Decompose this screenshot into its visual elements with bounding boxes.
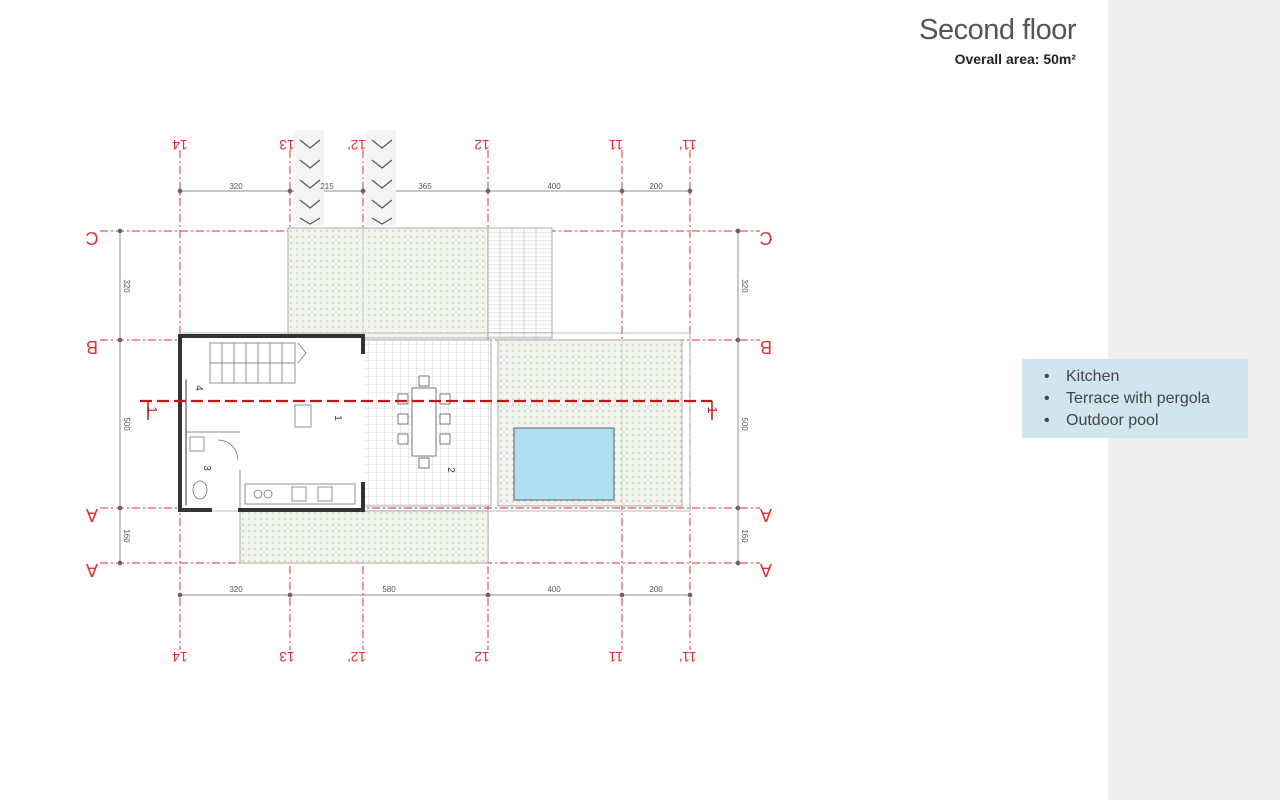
grid-label-top-14: 14	[172, 137, 188, 153]
row-label-right-A2: A	[760, 560, 772, 580]
tree-plants	[294, 130, 396, 226]
room-number-2: 2	[445, 467, 456, 473]
lower-terrace	[239, 510, 489, 564]
dim-left-3: 160	[122, 529, 131, 543]
grid-label-bottom-13: 13	[279, 649, 295, 665]
dim-top-5: 200	[649, 182, 663, 191]
dining-table	[397, 375, 451, 469]
outdoor-pool	[513, 427, 615, 501]
page-title: Second floor	[919, 14, 1076, 46]
grid-label-top-12p: 12'	[348, 137, 366, 153]
pergola-slats	[487, 227, 553, 339]
section-mark-left: 1	[145, 406, 160, 413]
room-number-1: 1	[332, 415, 343, 421]
feature-item-pool: Outdoor pool	[1022, 410, 1248, 432]
row-label-right-B: B	[760, 337, 772, 357]
dimension-lines	[117, 188, 741, 598]
grid-label-bottom-11: 11	[609, 649, 624, 665]
section-mark-right: 1	[705, 406, 720, 413]
feature-item-kitchen: Kitchen	[1022, 366, 1248, 388]
grid-label-top-11: 11	[609, 137, 624, 153]
dim-bottom-4: 200	[649, 585, 663, 594]
staircase	[209, 342, 312, 428]
floor-plan-drawing: 14 13 12' 12 11 11' 14 13 12' 12 11 11' …	[86, 130, 773, 665]
grid-label-bottom-11p: 11'	[679, 649, 696, 665]
section-line	[140, 399, 713, 420]
row-label-left-A1: A	[86, 505, 98, 525]
room-number-4: 4	[193, 385, 204, 391]
dim-bottom-1: 320	[229, 585, 243, 594]
interior-floor	[180, 334, 365, 510]
dim-top-4: 400	[547, 182, 561, 191]
kitchen-counter	[244, 483, 356, 505]
dim-right-1: 320	[740, 279, 749, 293]
row-label-left-B: B	[86, 337, 98, 357]
row-label-left-C: C	[86, 228, 99, 248]
row-label-left-A2: A	[86, 560, 98, 580]
dim-left-2: 500	[122, 417, 131, 431]
dim-bottom-3: 400	[547, 585, 561, 594]
row-label-right-A1: A	[760, 505, 772, 525]
dim-top-3: 365	[418, 182, 432, 191]
bathroom	[186, 431, 241, 508]
dim-right-3: 160	[740, 529, 749, 543]
dim-top-1: 320	[229, 182, 243, 191]
dim-right-2: 500	[740, 417, 749, 431]
features-box: Kitchen Terrace with pergola Outdoor poo…	[1022, 359, 1248, 438]
dim-left-1: 320	[122, 279, 131, 293]
feature-item-terrace: Terrace with pergola	[1022, 388, 1248, 410]
dim-top-2: 215	[320, 182, 334, 191]
row-label-right-C: C	[760, 228, 773, 248]
overall-area-label: Overall area: 50m²	[954, 51, 1076, 67]
grid-label-bottom-12p: 12'	[348, 649, 366, 665]
grid-label-bottom-14: 14	[172, 649, 188, 665]
dim-bottom-2: 580	[382, 585, 396, 594]
grid-label-top-12: 12	[474, 137, 490, 153]
grid-label-bottom-12: 12	[474, 649, 490, 665]
grid-label-top-11p: 11'	[679, 137, 696, 153]
grid-label-top-13: 13	[279, 137, 295, 153]
upper-terrace	[287, 227, 489, 339]
room-number-3: 3	[201, 465, 212, 471]
